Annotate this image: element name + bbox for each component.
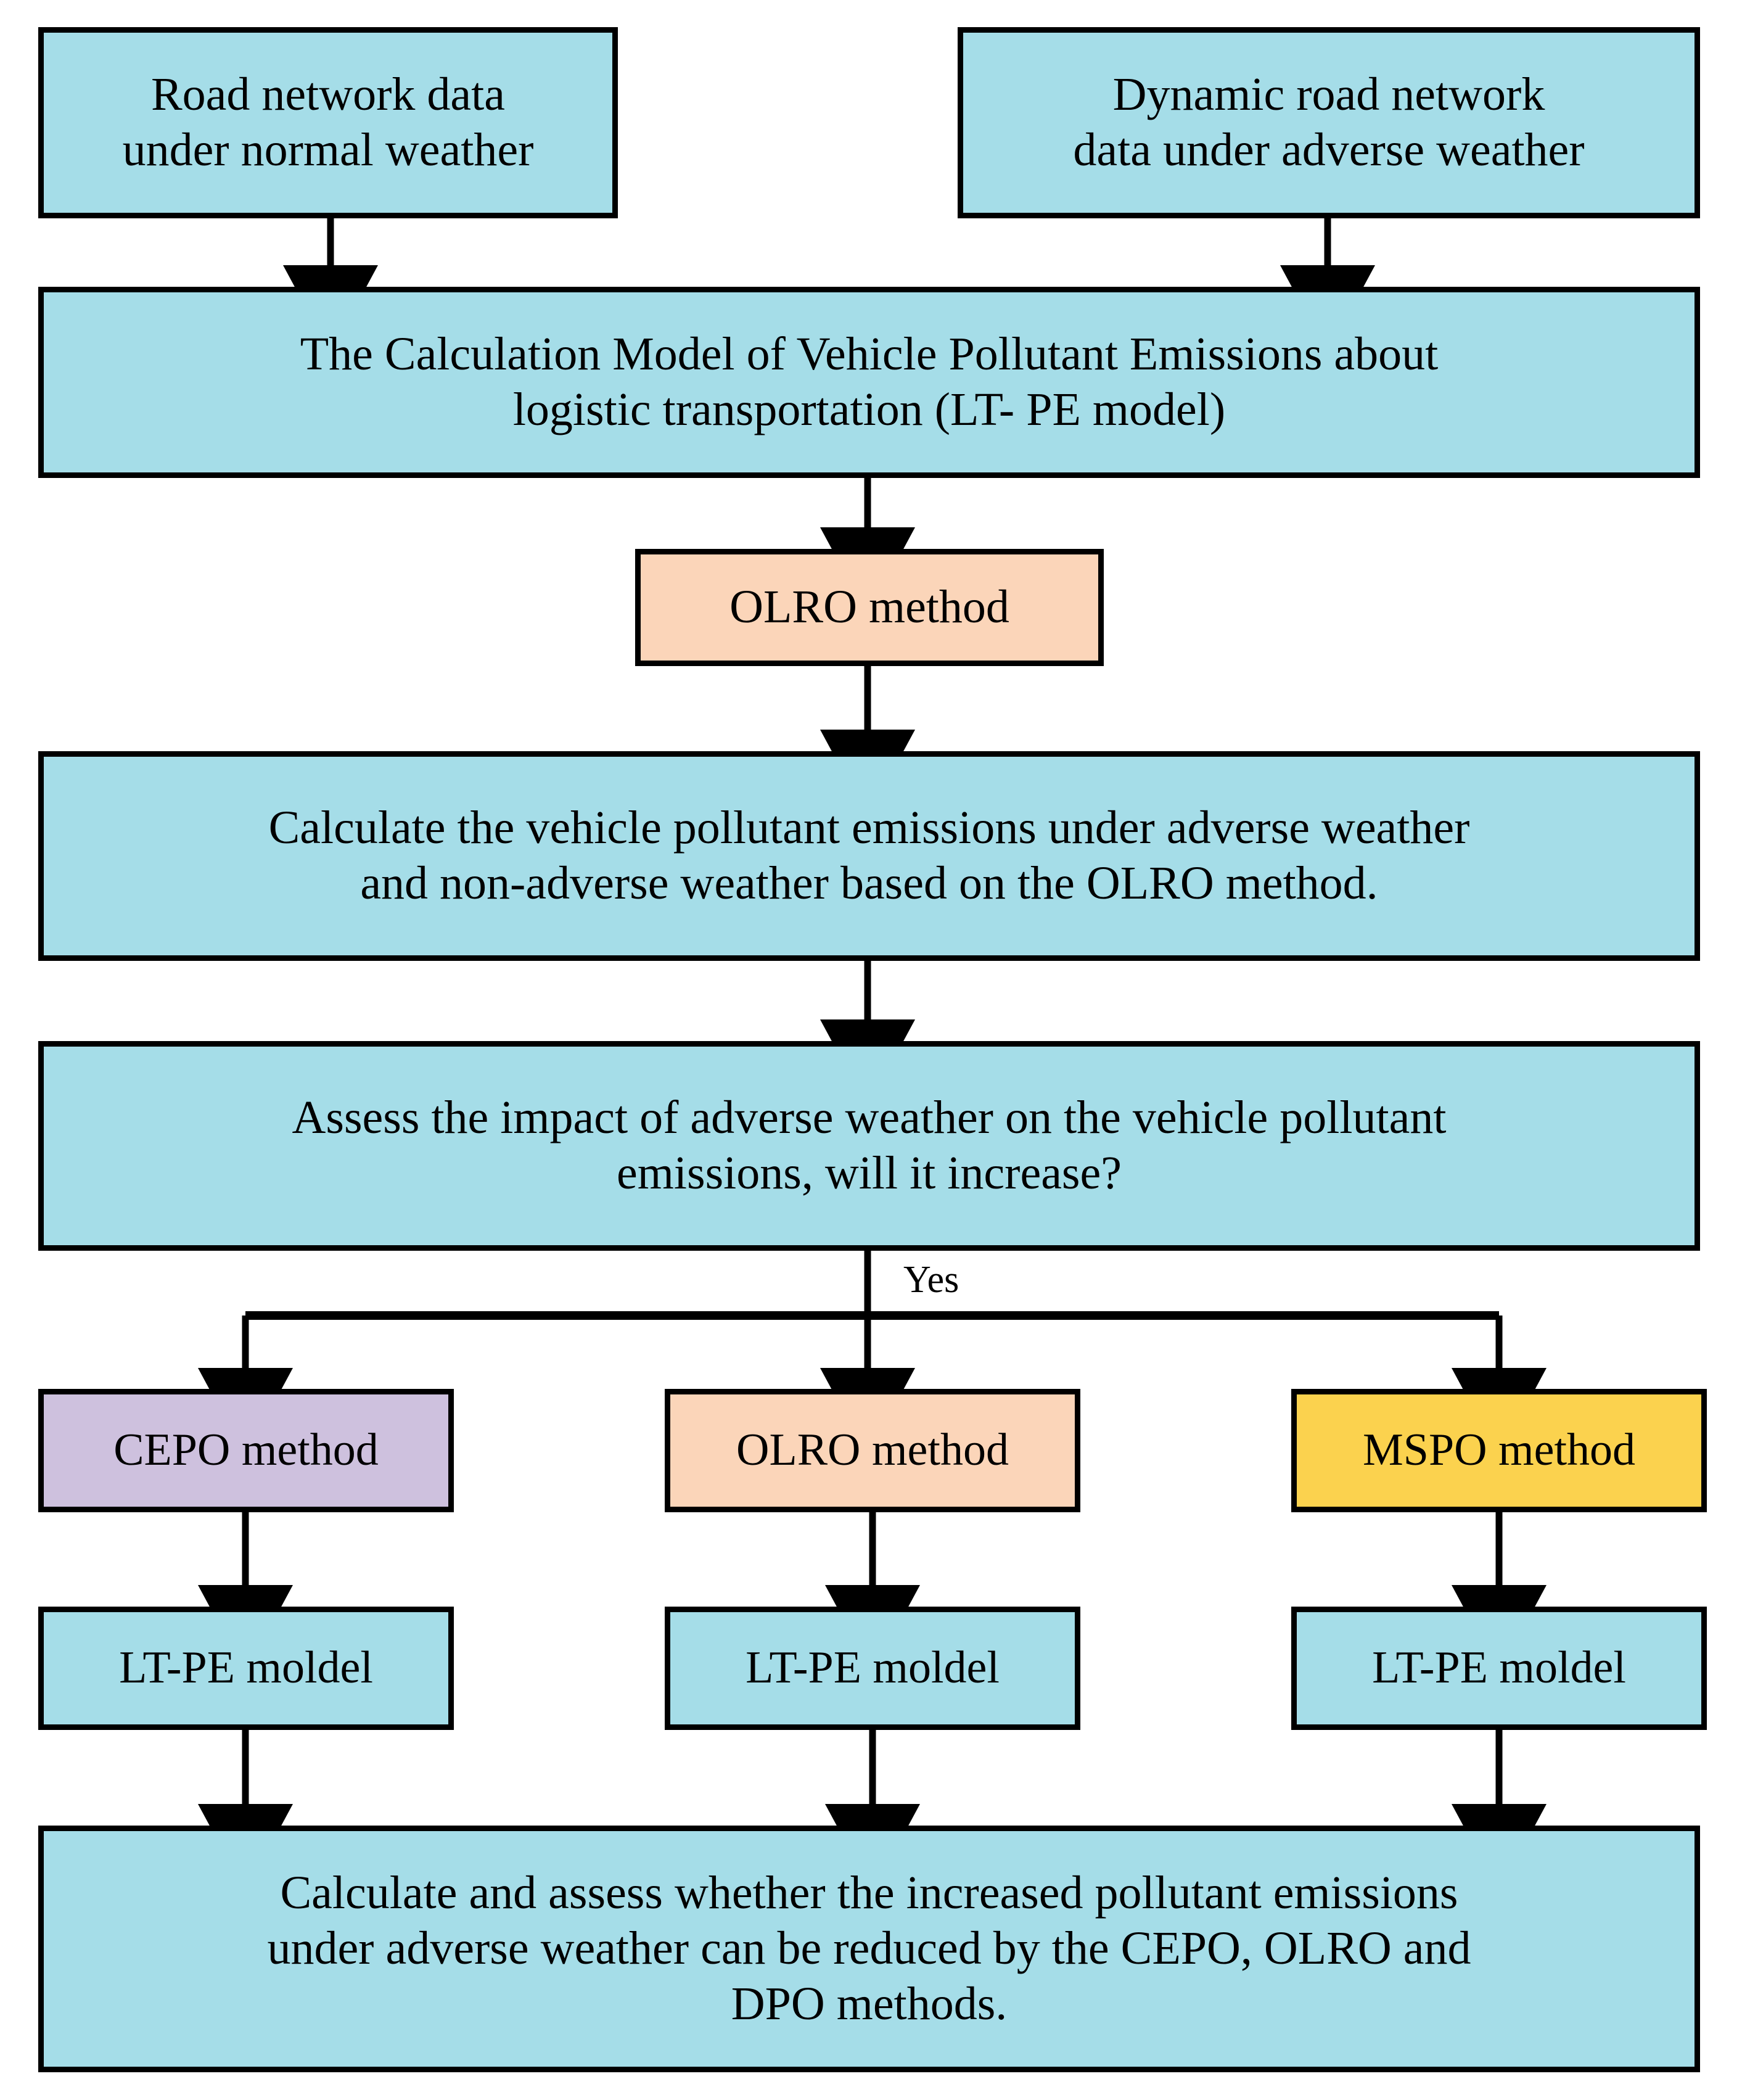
lt-pe-moldel-left-box[interactable]: LT-PE moldel (38, 1607, 454, 1730)
edge-label-yes: Yes (903, 1259, 959, 1301)
lt-pe-moldel-center-label: LT-PE moldel (746, 1642, 1000, 1694)
cepo-method-box[interactable]: CEPO method (38, 1389, 454, 1512)
lt-pe-moldel-right-label: LT-PE moldel (1372, 1642, 1626, 1694)
olro-method-branch-box[interactable]: OLRO method (665, 1389, 1080, 1512)
olro-method-branch-label: OLRO method (736, 1425, 1009, 1476)
lt-pe-model-label: The Calculation Model of Vehicle Polluta… (300, 328, 1439, 435)
assess-impact-box[interactable]: Assess the impact of adverse weather on … (38, 1041, 1700, 1251)
assess-impact-label: Assess the impact of adverse weather on … (292, 1092, 1447, 1199)
olro-method-top-box[interactable]: OLRO method (635, 549, 1104, 666)
calculate-assess-reduced-box[interactable]: Calculate and assess whether the increas… (38, 1826, 1700, 2072)
road-network-normal-box[interactable]: Road network data under normal weather (38, 27, 618, 218)
cepo-method-label: CEPO method (113, 1425, 379, 1476)
lt-pe-moldel-left-label: LT-PE moldel (119, 1642, 373, 1694)
mspo-method-box[interactable]: MSPO method (1291, 1389, 1707, 1512)
olro-method-top-label: OLRO method (729, 581, 1009, 633)
calculate-emissions-label: Calculate the vehicle pollutant emission… (268, 802, 1470, 909)
dynamic-road-network-adverse-label: Dynamic road network data under adverse … (1073, 68, 1585, 176)
calculate-assess-reduced-label: Calculate and assess whether the increas… (267, 1867, 1471, 2030)
dynamic-road-network-adverse-box[interactable]: Dynamic road network data under adverse … (958, 27, 1700, 218)
lt-pe-moldel-center-box[interactable]: LT-PE moldel (665, 1607, 1080, 1730)
edge-assess-to-branch-bus (245, 1251, 1499, 1320)
mspo-method-label: MSPO method (1362, 1425, 1635, 1476)
calculate-emissions-box[interactable]: Calculate the vehicle pollutant emission… (38, 751, 1700, 961)
lt-pe-moldel-right-box[interactable]: LT-PE moldel (1291, 1607, 1707, 1730)
lt-pe-model-box[interactable]: The Calculation Model of Vehicle Polluta… (38, 287, 1700, 478)
road-network-normal-label: Road network data under normal weather (122, 68, 534, 176)
